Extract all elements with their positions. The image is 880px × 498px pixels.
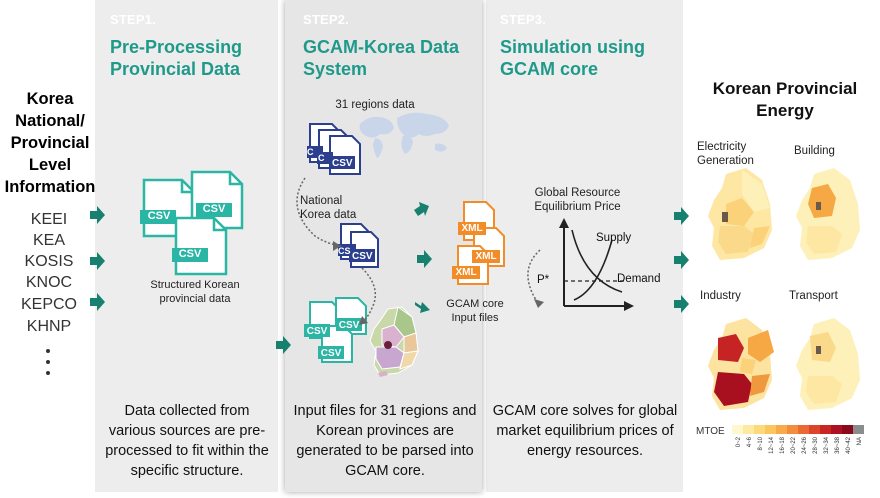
xml-label: XML: [461, 223, 483, 234]
source-item: KEA: [32, 232, 65, 249]
xml-file-icons: [452, 201, 505, 285]
map-electricity: [708, 168, 772, 260]
csv-label: CSV: [178, 248, 202, 260]
source-item: KOSIS: [24, 253, 74, 270]
korea-provinces-map: [369, 306, 419, 377]
legend-tick-label: 16~18: [780, 436, 786, 454]
step1-caption: Structured Korean provincial data: [150, 279, 240, 305]
legend-tick-label: 32~34: [824, 436, 830, 454]
legend-swatch: [853, 425, 864, 434]
csv-label: CSV: [352, 251, 373, 262]
xml-label: XML: [475, 251, 497, 262]
step1-description: Data collected from various sources are …: [105, 403, 269, 479]
energy-legend: 0~2 4~6 8~10 12~14 16~18 20~22 24~26 28~30 32~34…: [732, 425, 864, 454]
csv-file-icon: [190, 170, 244, 230]
step2-title: GCAM-Korea Data System: [303, 37, 460, 79]
xml-label: XML: [455, 267, 477, 278]
csv-label: CSV: [332, 158, 353, 169]
csv-partial-label: C: [318, 153, 325, 163]
legend-swatch: [776, 425, 787, 434]
gcam-input-caption: GCAM core Input files: [446, 298, 504, 324]
legend-swatch: [787, 425, 798, 434]
navy-csv-files-top: [307, 123, 361, 175]
legend-swatch: [798, 425, 809, 434]
supply-label: Supply: [596, 232, 632, 244]
legend-unit: MTOE: [696, 426, 725, 437]
legend-tick-label: 12~14: [769, 436, 775, 454]
step2-panel: [285, 0, 482, 492]
source-item: KNOC: [25, 274, 73, 291]
csv-partial-label: CS: [338, 246, 351, 256]
step1-label: STEP1.: [110, 12, 156, 27]
source-item: KHNP: [26, 318, 72, 335]
map-label-transport: Transport: [789, 290, 838, 302]
legend-swatch: [765, 425, 776, 434]
step2-description: Input files for 31 regions and Korean pr…: [293, 403, 477, 479]
legend-tick-label: 36~38: [835, 436, 841, 454]
legend-tick-label: 20~22: [791, 436, 797, 454]
sources-title: Korea National/ Provincial Level Informa…: [4, 90, 96, 196]
map-label-electricity: Electricity Generation: [697, 141, 754, 167]
legend-swatch: [820, 425, 831, 434]
korea-energy-maps: [708, 168, 860, 410]
legend-swatch: [754, 425, 765, 434]
step1-title: Pre-Processing Provincial Data: [110, 37, 243, 79]
legend-swatch: [732, 425, 743, 434]
vertical-ellipsis-icon: [46, 349, 50, 375]
regions-data-label: 31 regions data: [335, 99, 415, 111]
price-marker-label: P*: [537, 274, 550, 286]
national-data-label: National Korea data: [300, 195, 357, 221]
step3-label: STEP3.: [500, 12, 546, 27]
csv-label: CSV: [147, 210, 171, 222]
step2-label: STEP2.: [303, 12, 349, 27]
legend-tick-label: 0~2: [736, 436, 742, 447]
price-caption: Global Resource Equilibrium Price: [534, 187, 621, 213]
csv-partial-label: C: [307, 147, 314, 157]
output-title: Korean Provincial Energy: [712, 79, 858, 120]
legend-swatch: [743, 425, 754, 434]
legend-tick-label: 4~6: [747, 436, 753, 447]
legend-swatch: [842, 425, 853, 434]
map-industry: [708, 318, 774, 410]
csv-label: CSV: [202, 203, 226, 215]
source-item: KEEI: [30, 211, 68, 228]
arrow-icon: [90, 202, 689, 354]
legend-swatch: [809, 425, 820, 434]
navy-csv-files-middle: [338, 223, 379, 268]
map-building: [796, 168, 860, 260]
source-item: KEPCO: [20, 296, 77, 313]
demand-label: Demand: [617, 273, 661, 285]
teal-csv-files: [304, 297, 367, 363]
csv-label: CSV: [320, 348, 342, 359]
step3-panel: [486, 0, 683, 492]
map-label-industry: Industry: [700, 290, 741, 302]
legend-tick-label: NA: [857, 437, 863, 445]
step3-title: Simulation using GCAM core: [500, 37, 646, 79]
supply-demand-chart: [527, 218, 634, 311]
legend-tick-label: 8~10: [758, 436, 764, 450]
world-map-icon: [359, 112, 449, 158]
legend-tick-label: 24~26: [802, 436, 808, 454]
csv-label: CSV: [338, 320, 360, 331]
legend-tick-label: 28~30: [813, 436, 819, 454]
csv-file-icon: [172, 216, 228, 276]
csv-label: CSV: [306, 326, 328, 337]
legend-swatch: [831, 425, 842, 434]
map-transport: [796, 318, 860, 410]
csv-file-icons: [140, 170, 244, 276]
legend-tick-label: 40~42: [846, 436, 852, 454]
map-label-building: Building: [794, 145, 835, 157]
step3-description: GCAM core solves for global market equil…: [492, 403, 678, 459]
